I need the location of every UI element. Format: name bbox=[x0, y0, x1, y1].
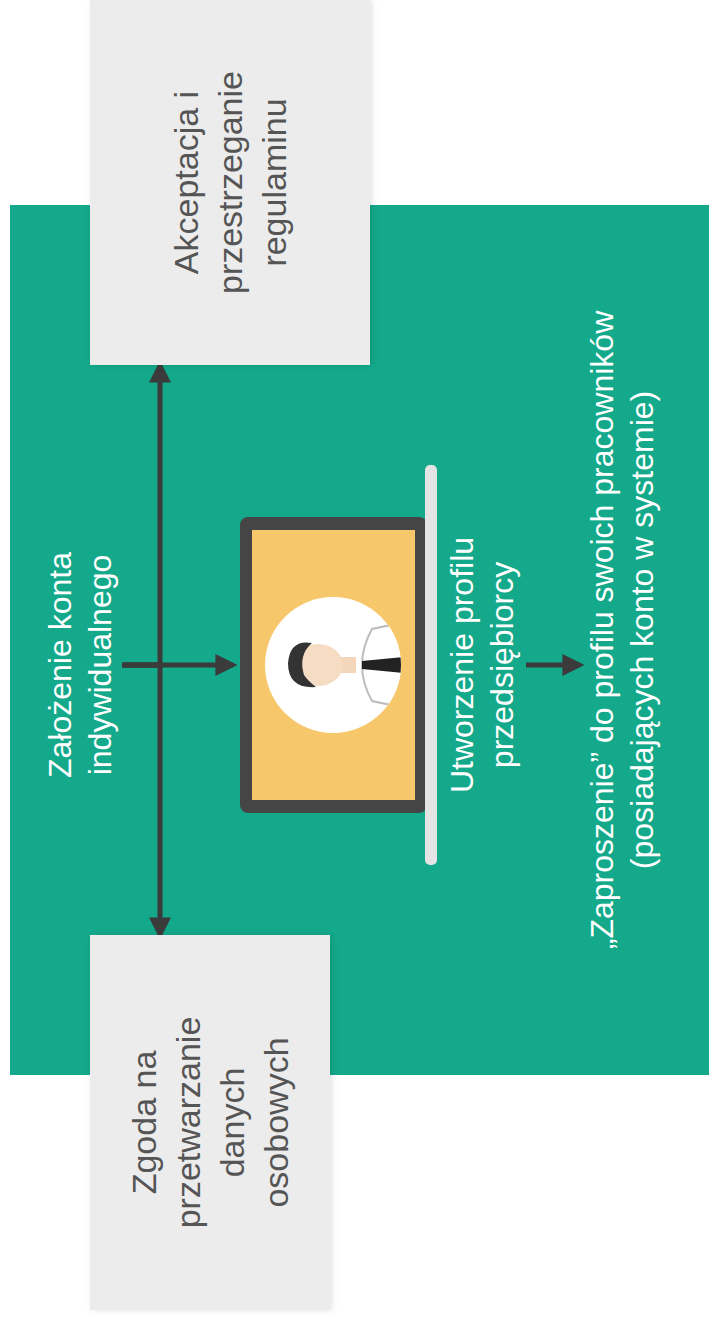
text-group: Założenie konta indywidualnego bbox=[40, 450, 120, 880]
step-label: Założenie konta indywidualnego bbox=[40, 450, 120, 880]
step-label: Utworzenie profilu przedsiębiorcy bbox=[235, 435, 522, 895]
person-figure bbox=[288, 621, 410, 709]
text-group: Utworzenie profilu przedsiębiorcy bbox=[442, 435, 522, 895]
tie bbox=[362, 657, 410, 673]
hair bbox=[288, 642, 316, 687]
neck bbox=[336, 657, 356, 673]
node-text: Założenie konta indywidualnego bbox=[40, 450, 120, 880]
avatar-circle bbox=[265, 597, 401, 733]
arrow-connector bbox=[124, 663, 233, 668]
text-group: Akceptacja i przestrzeganie regulaminu bbox=[164, 50, 296, 315]
head bbox=[293, 644, 343, 686]
text-group: Zgoda na przetwarzanie danych osobowych bbox=[122, 985, 298, 1260]
laptop-base bbox=[425, 465, 437, 865]
node-text: Zgoda na przetwarzanie danych osobowych bbox=[122, 985, 298, 1260]
consent-box: Zgoda na przetwarzanie danych osobowych bbox=[90, 935, 330, 1310]
arrow-connector bbox=[122, 665, 160, 935]
text-group: „Zaproszenie” do profilu swoich pracowni… bbox=[582, 225, 662, 1035]
node-text: Akceptacja i przestrzeganie regulaminu bbox=[164, 50, 296, 315]
terms-box: Akceptacja i przestrzeganie regulaminu bbox=[90, 0, 370, 365]
node-text: Utworzenie profilu przedsiębiorcy bbox=[442, 435, 522, 895]
shirt bbox=[362, 621, 410, 709]
step-label: „Zaproszenie” do profilu swoich pracowni… bbox=[582, 225, 662, 1035]
laptop-screen bbox=[252, 530, 415, 800]
laptop-frame bbox=[240, 517, 427, 813]
node-text: „Zaproszenie” do profilu swoich pracowni… bbox=[582, 225, 662, 1035]
arrow-connector bbox=[122, 365, 160, 665]
arrow-connector bbox=[526, 663, 580, 668]
